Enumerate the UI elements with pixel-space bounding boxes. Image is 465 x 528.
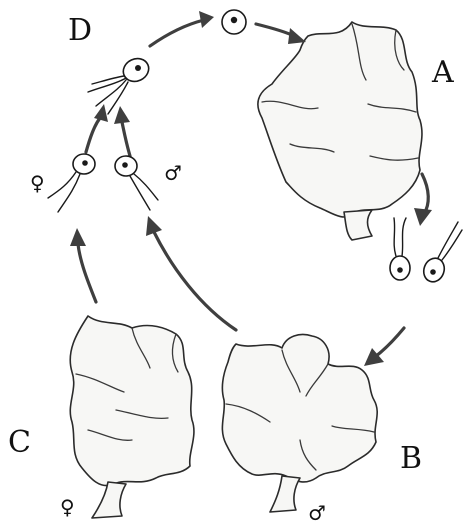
arrow-spores-to-b bbox=[376, 328, 404, 356]
male-symbol-gamete: ♂ bbox=[164, 161, 182, 185]
thallus-b bbox=[222, 335, 377, 513]
arrow-b-to-male bbox=[154, 232, 236, 330]
arrow-zygote-to-a bbox=[256, 24, 294, 36]
arrow-female-to-d bbox=[86, 118, 100, 152]
arrow-b-to-male-head bbox=[146, 216, 162, 236]
zoospore-right bbox=[420, 222, 462, 285]
arrow-male-to-d-head bbox=[114, 106, 130, 124]
male-gamete bbox=[115, 156, 158, 210]
female-gamete bbox=[48, 154, 95, 212]
male-symbol-thallus: ♂ bbox=[308, 501, 326, 525]
arrow-c-to-female-head bbox=[70, 228, 86, 246]
thallus-a bbox=[258, 22, 422, 240]
arrow-a-to-spores bbox=[422, 174, 428, 214]
female-symbol-thallus: ♀ bbox=[60, 495, 75, 519]
label-c: C bbox=[8, 425, 31, 460]
label-b: B bbox=[400, 441, 422, 476]
planozygote-d bbox=[88, 55, 152, 114]
arrow-d-to-zygote-head bbox=[199, 11, 214, 28]
female-symbol-gamete: ♀ bbox=[30, 171, 45, 195]
zygote-cell bbox=[222, 10, 246, 34]
label-a: A bbox=[431, 55, 454, 90]
arrow-d-to-zygote bbox=[150, 20, 204, 46]
arrow-female-to-d-head bbox=[94, 104, 108, 122]
zoospore-left bbox=[390, 218, 410, 280]
label-d: D bbox=[68, 13, 92, 48]
arrow-a-to-spores-head bbox=[414, 208, 432, 226]
arrow-c-to-female bbox=[78, 244, 96, 302]
thallus-c bbox=[70, 316, 194, 518]
arrow-zygote-to-a-head bbox=[288, 28, 306, 44]
arrow-male-to-d bbox=[122, 122, 130, 156]
